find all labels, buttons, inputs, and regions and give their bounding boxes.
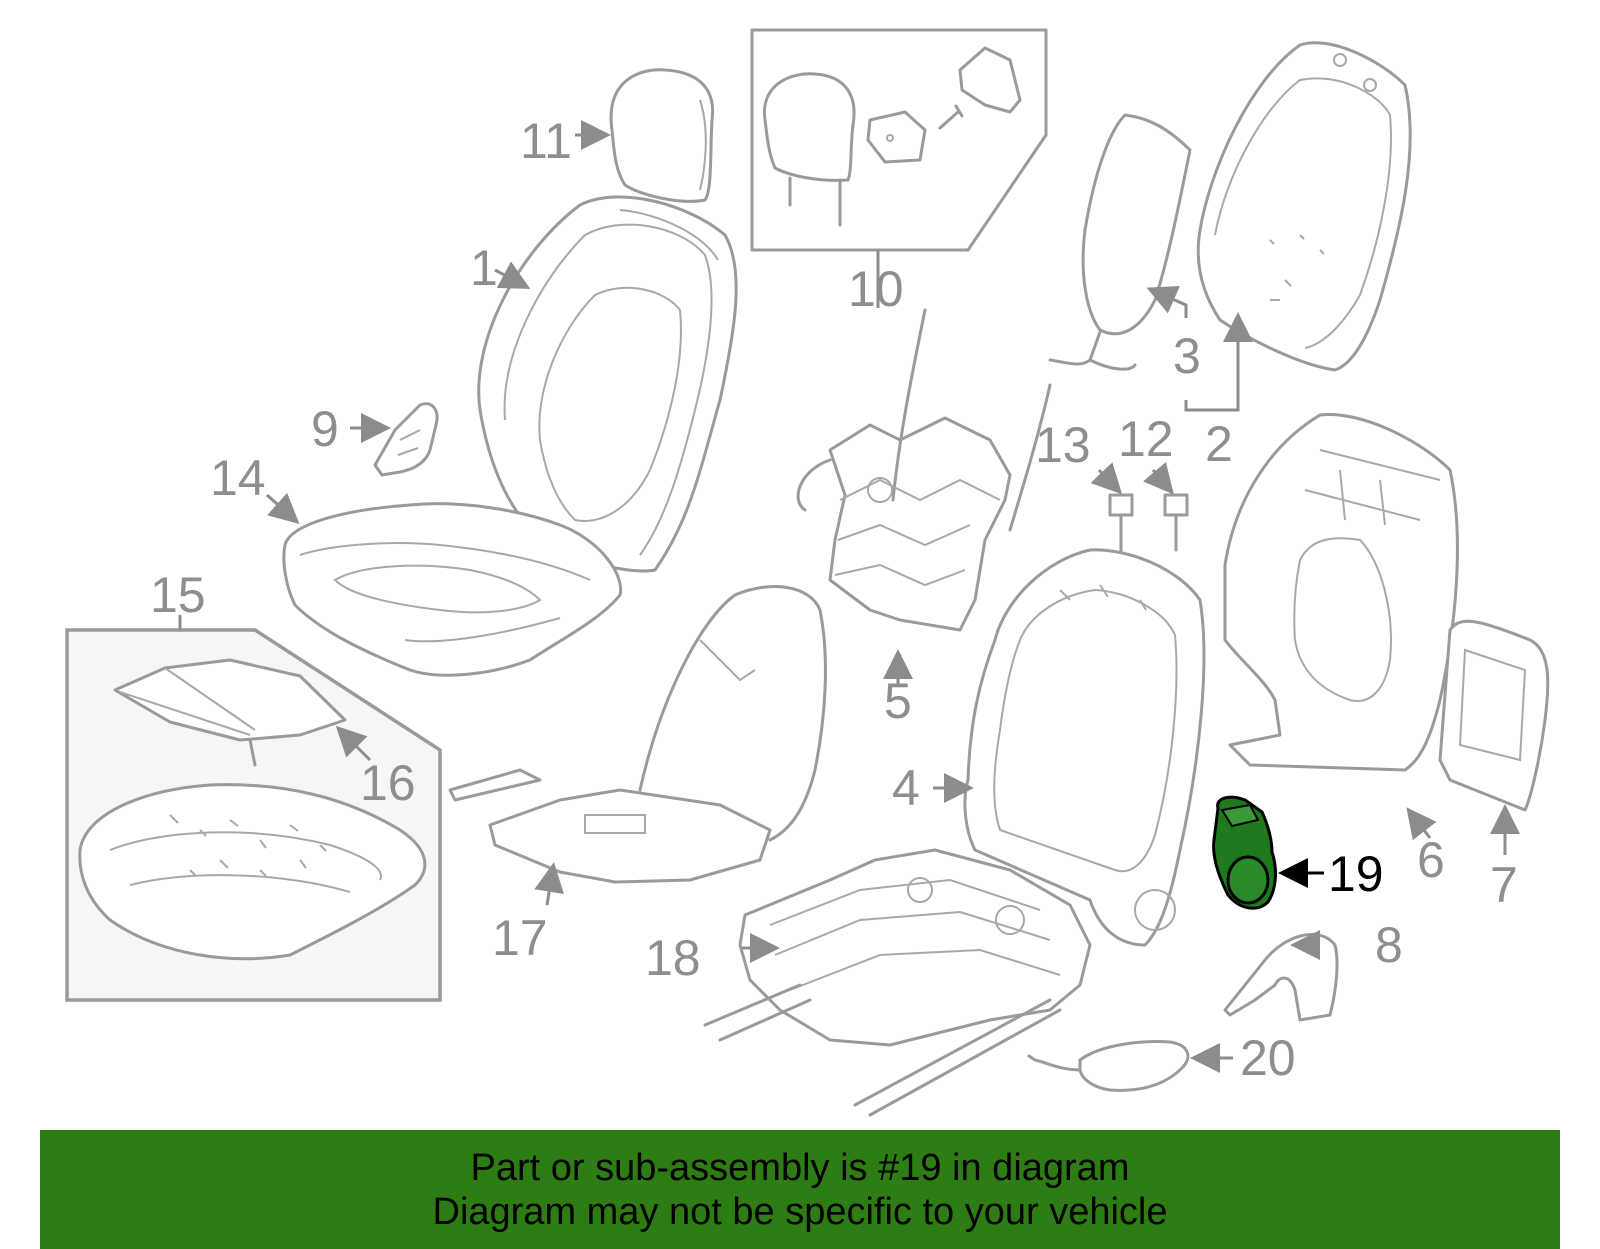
part-18-seat-track — [703, 848, 1092, 1117]
callout-19: 19 — [1328, 846, 1384, 902]
seat-parts-diagram: 1 2 3 4 5 6 7 8 9 10 11 12 13 14 15 16 1… — [65, 28, 1550, 1117]
part-13-bolt — [1108, 493, 1134, 557]
callout-12: 12 — [1118, 411, 1174, 467]
callout-labels: 1 2 3 4 5 6 7 8 9 10 11 12 13 14 15 16 1… — [150, 113, 1518, 1086]
part-1-seat-back-cover — [477, 195, 738, 573]
callout-3: 3 — [1173, 328, 1201, 384]
part-3-back-pad — [1048, 113, 1192, 371]
callout-2: 2 — [1205, 416, 1233, 472]
callout-6: 6 — [1417, 832, 1445, 888]
part-12-bolt — [1163, 493, 1189, 552]
callout-4: 4 — [892, 760, 920, 816]
part-19-recliner-cover-highlighted — [1212, 795, 1277, 910]
callout-17: 17 — [492, 910, 548, 966]
part-5-lumbar-support — [796, 308, 1052, 632]
part-10-headrest-kit — [750, 28, 1048, 252]
banner-line-1: Part or sub-assembly is #19 in diagram — [470, 1146, 1130, 1189]
part-4-seat-back-frame — [963, 548, 1206, 947]
part-20-module — [1027, 1040, 1190, 1092]
callout-8: 8 — [1375, 917, 1403, 973]
callout-14: 14 — [210, 450, 266, 506]
part-15-cushion-kit — [65, 628, 442, 1002]
callout-20: 20 — [1240, 1030, 1296, 1086]
callout-9: 9 — [311, 401, 339, 457]
banner-line-2: Diagram may not be specific to your vehi… — [432, 1190, 1168, 1233]
leader-lines — [178, 120, 1520, 1073]
callout-11: 11 — [520, 113, 572, 169]
callout-10: 10 — [848, 261, 904, 317]
part-17-seat-cushion-pan — [448, 585, 827, 884]
part-14-cushion-cover — [282, 502, 623, 677]
part-7-rear-trim — [1438, 619, 1550, 812]
part-2-back-panel — [1196, 41, 1412, 372]
part-6-back-trim-panel — [1223, 412, 1459, 772]
callout-1: 1 — [470, 240, 498, 296]
callout-13: 13 — [1035, 417, 1091, 473]
callout-5: 5 — [884, 673, 912, 729]
callout-7: 7 — [1490, 857, 1518, 913]
info-banner: Part or sub-assembly is #19 in diagram D… — [40, 1130, 1560, 1249]
callout-18: 18 — [645, 930, 701, 986]
part-8-trim-bracket — [1223, 932, 1339, 1022]
part-11-headrest — [609, 68, 715, 203]
callout-15: 15 — [150, 567, 206, 623]
callout-16: 16 — [360, 755, 416, 811]
part-9-bracket — [373, 402, 439, 477]
